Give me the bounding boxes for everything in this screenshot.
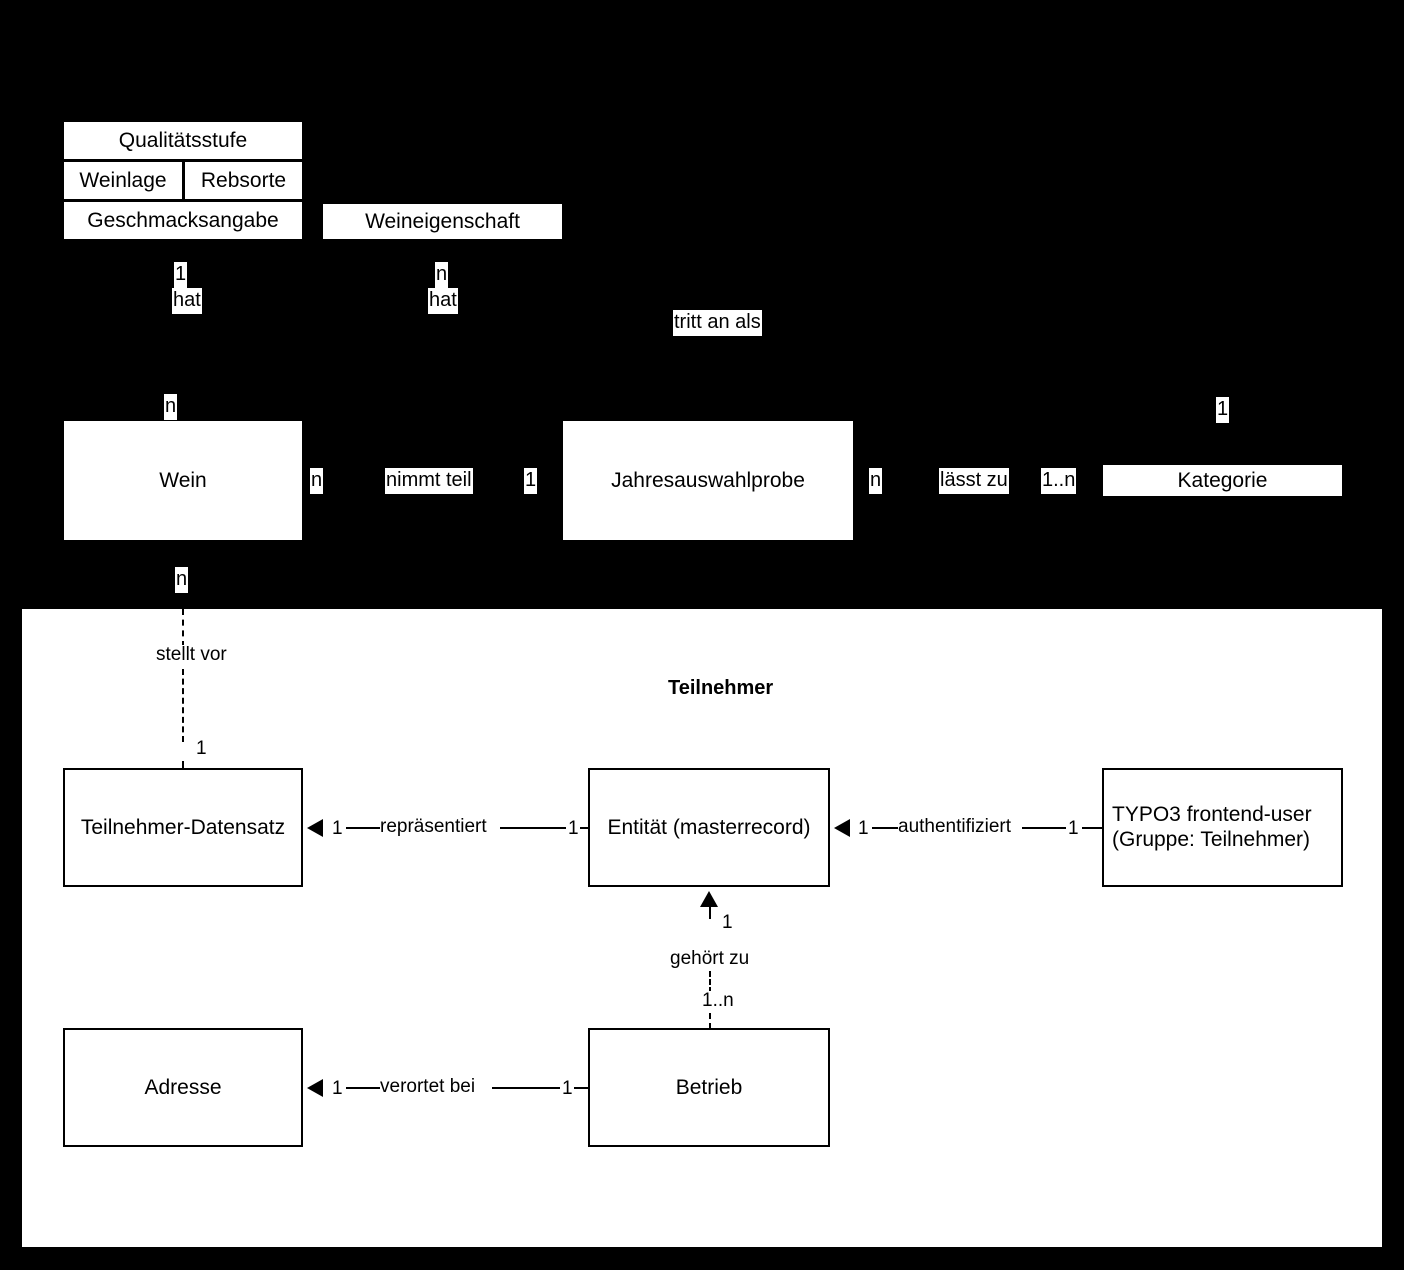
entity-wein: Wein	[64, 421, 302, 540]
cardinality-repraesentiert-right: 1	[568, 818, 579, 839]
connector-repraesentiert-left	[346, 827, 382, 829]
cardinality-gehoert-zu-bottom: 1..n	[702, 990, 734, 1011]
connector-stellt-vor-tail	[182, 761, 184, 769]
entity-kategorie: Kategorie	[1103, 465, 1342, 496]
entity-qualitaetsstufe: Qualitätsstufe	[64, 122, 302, 159]
arrowhead-gehoert-zu	[700, 891, 718, 907]
typo3-user-line-2: (Gruppe: Teilnehmer)	[1112, 828, 1311, 852]
connector-verortet-bei-right	[492, 1087, 560, 1089]
entity-geschmacksangabe: Geschmacksangabe	[64, 202, 302, 239]
relation-label-nimmt-teil: nimmt teil	[385, 468, 473, 494]
cardinality-wein-top: n	[164, 394, 178, 420]
entity-betrieb: Betrieb	[588, 1028, 830, 1147]
relation-label-gehoert-zu: gehört zu	[670, 948, 750, 969]
cardinality-kategorie-left: 1..n	[1041, 468, 1077, 494]
cardinality-stellt-vor: 1	[196, 738, 207, 759]
relation-label-hat-left: hat	[172, 288, 202, 314]
cardinality-jahresauswahlprobe-left: 1	[524, 468, 538, 494]
connector-gehoert-zu-upper	[709, 907, 711, 919]
connector-repraesentiert-stub	[580, 827, 590, 829]
connector-authentifiziert-stub	[1082, 827, 1102, 829]
cardinality-jahresauswahlprobe-right: n	[869, 468, 883, 494]
connector-repraesentiert-right	[500, 827, 566, 829]
cardinality-repraesentiert-left: 1	[332, 818, 343, 839]
entity-weinlage: Weinlage	[64, 162, 182, 199]
entity-weineigenschaft: Weineigenschaft	[323, 204, 562, 239]
relation-label-authentifiziert: authentifiziert	[898, 816, 1012, 837]
connector-authentifiziert-right	[1022, 827, 1066, 829]
entity-adresse: Adresse	[63, 1028, 303, 1147]
cardinality-wein-right: n	[310, 468, 324, 494]
cardinality-qualitaetsstufe-hat: 1	[174, 262, 188, 288]
cardinality-kategorie-top: 1	[1216, 397, 1230, 423]
page-title: Teilnehmer	[668, 677, 774, 699]
cardinality-gehoert-zu-top: 1	[722, 912, 733, 933]
entity-teilnehmer-datensatz: Teilnehmer-Datensatz	[63, 768, 303, 887]
relation-label-tritt-an-als: tritt an als	[673, 310, 762, 336]
teilnehmer-panel: stellt vor 1 Teilnehmer Teilnehmer-Daten…	[22, 609, 1382, 1247]
cardinality-wein-bottom: n	[175, 567, 189, 593]
typo3-user-line-1: TYPO3 frontend-user	[1112, 803, 1312, 826]
cardinality-weineigenschaft-hat: n	[435, 262, 449, 288]
arrowhead-authentifiziert	[834, 819, 850, 837]
relation-label-hat-right: hat	[428, 288, 458, 314]
relation-label-stellt-vor: stellt vor	[156, 644, 227, 665]
relation-label-laesst-zu: lässt zu	[939, 468, 1009, 494]
arrowhead-verortet-bei	[307, 1079, 323, 1097]
connector-stellt-vor-lower	[182, 669, 184, 742]
cardinality-authentifiziert-left: 1	[858, 818, 869, 839]
entity-entitaet-masterrecord: Entität (masterrecord)	[588, 768, 830, 887]
relation-label-repraesentiert: repräsentiert	[380, 816, 487, 837]
arrowhead-repraesentiert	[307, 819, 323, 837]
connector-stellt-vor-upper	[182, 609, 184, 647]
entity-typo3-frontend-user: TYPO3 frontend-user (Gruppe: Teilnehmer)	[1102, 768, 1343, 887]
relation-label-verortet-bei: verortet bei	[380, 1076, 476, 1097]
entity-jahresauswahlprobe: Jahresauswahlprobe	[563, 421, 853, 540]
entity-rebsorte: Rebsorte	[185, 162, 302, 199]
connector-authentifiziert-left	[872, 827, 900, 829]
cardinality-verortet-bei-right: 1	[562, 1078, 573, 1099]
connector-gehoert-zu-mid	[709, 971, 711, 993]
connector-verortet-bei-stub	[574, 1087, 590, 1089]
connector-gehoert-zu-lower	[709, 1013, 711, 1029]
cardinality-verortet-bei-left: 1	[332, 1078, 343, 1099]
cardinality-authentifiziert-right: 1	[1068, 818, 1079, 839]
connector-verortet-bei-left	[346, 1087, 382, 1089]
